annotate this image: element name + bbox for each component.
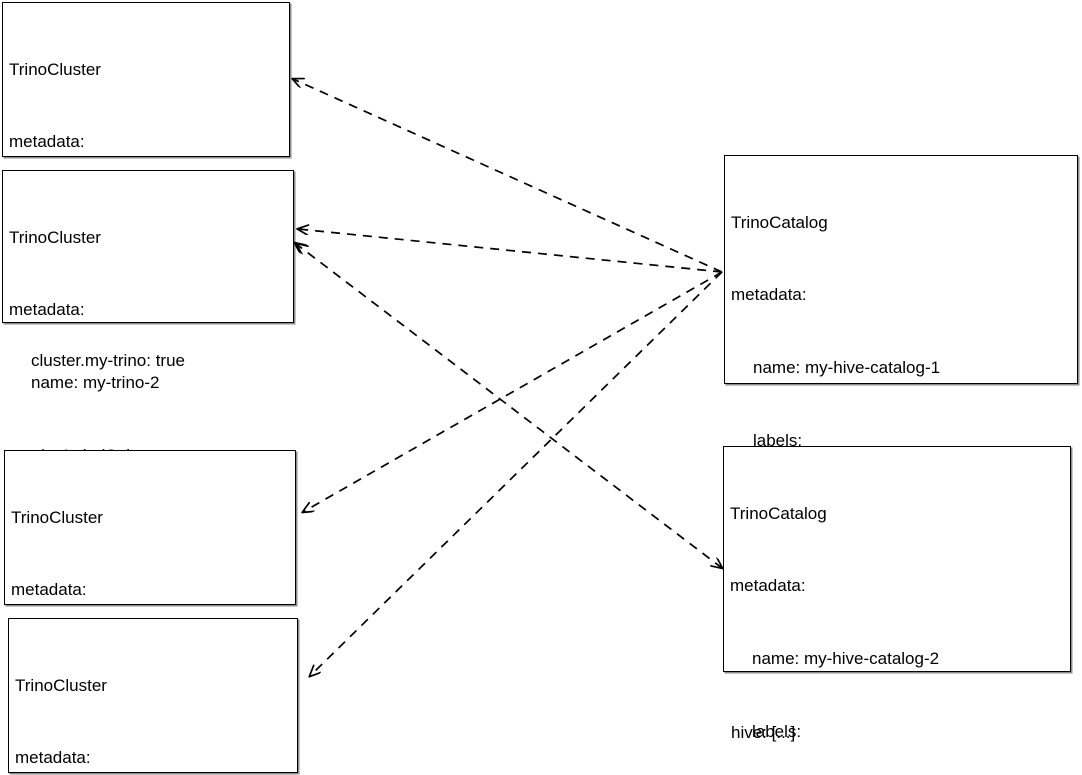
node-line: cluster.my-trino: true <box>31 351 185 371</box>
node-catalog-my-hive-catalog-2[interactable]: TrinoCatalog metadata: name: my-hive-cat… <box>723 446 1071 741</box>
node-line: metadata: <box>731 285 807 305</box>
node-line: metadata: <box>15 748 91 768</box>
node-cluster-my-trino-2[interactable]: TrinoCluster metadata: name: my-trino-2 … <box>2 170 294 538</box>
node-body: TrinoCluster metadata: name: my-trino-gr… <box>9 619 297 775</box>
node-line: metadata: <box>9 300 85 320</box>
node-line: TrinoCluster <box>9 59 101 79</box>
node-line: name: my-trino-2 <box>31 373 160 393</box>
node-line: name: my-hive-catalog-1 <box>753 358 941 378</box>
node-line: labels: <box>752 722 802 742</box>
node-cluster-my-trino-blue[interactable]: TrinoCluster metadata: name: my-trino-bl… <box>4 450 296 745</box>
node-line: TrinoCluster <box>15 675 107 695</box>
node-line: name: my-hive-catalog-2 <box>752 649 940 669</box>
edge-catalog1-to-my-trino-2 <box>298 229 723 273</box>
node-line: metadata: <box>11 580 87 600</box>
node-cluster-my-trino-green[interactable]: TrinoCluster metadata: name: my-trino-gr… <box>8 618 298 773</box>
node-line: labels: <box>753 431 803 451</box>
node-line: metadata: <box>730 576 806 596</box>
edge-catalog1-to-my-trino-blue <box>303 271 723 512</box>
node-cluster-my-trino[interactable]: TrinoCluster metadata: name: my-trino ca… <box>2 2 290 370</box>
node-line: TrinoCluster <box>9 227 101 247</box>
node-line: metadata: <box>9 132 85 152</box>
node-body: TrinoCatalog metadata: name: my-hive-cat… <box>724 447 1070 775</box>
node-line: hive: [...] <box>731 722 796 742</box>
node-line: TrinoCatalog <box>731 212 828 232</box>
node-line: TrinoCatalog <box>730 503 827 523</box>
edge-catalog1-to-my-trino <box>293 79 723 273</box>
edge-catalog2-to-my-trino-2 <box>295 243 722 568</box>
edge-catalog1-to-my-trino-green <box>310 271 723 676</box>
node-line: TrinoCluster <box>11 507 103 527</box>
node-catalog-my-hive-catalog-1[interactable]: TrinoCatalog metadata: name: my-hive-cat… <box>724 155 1078 742</box>
